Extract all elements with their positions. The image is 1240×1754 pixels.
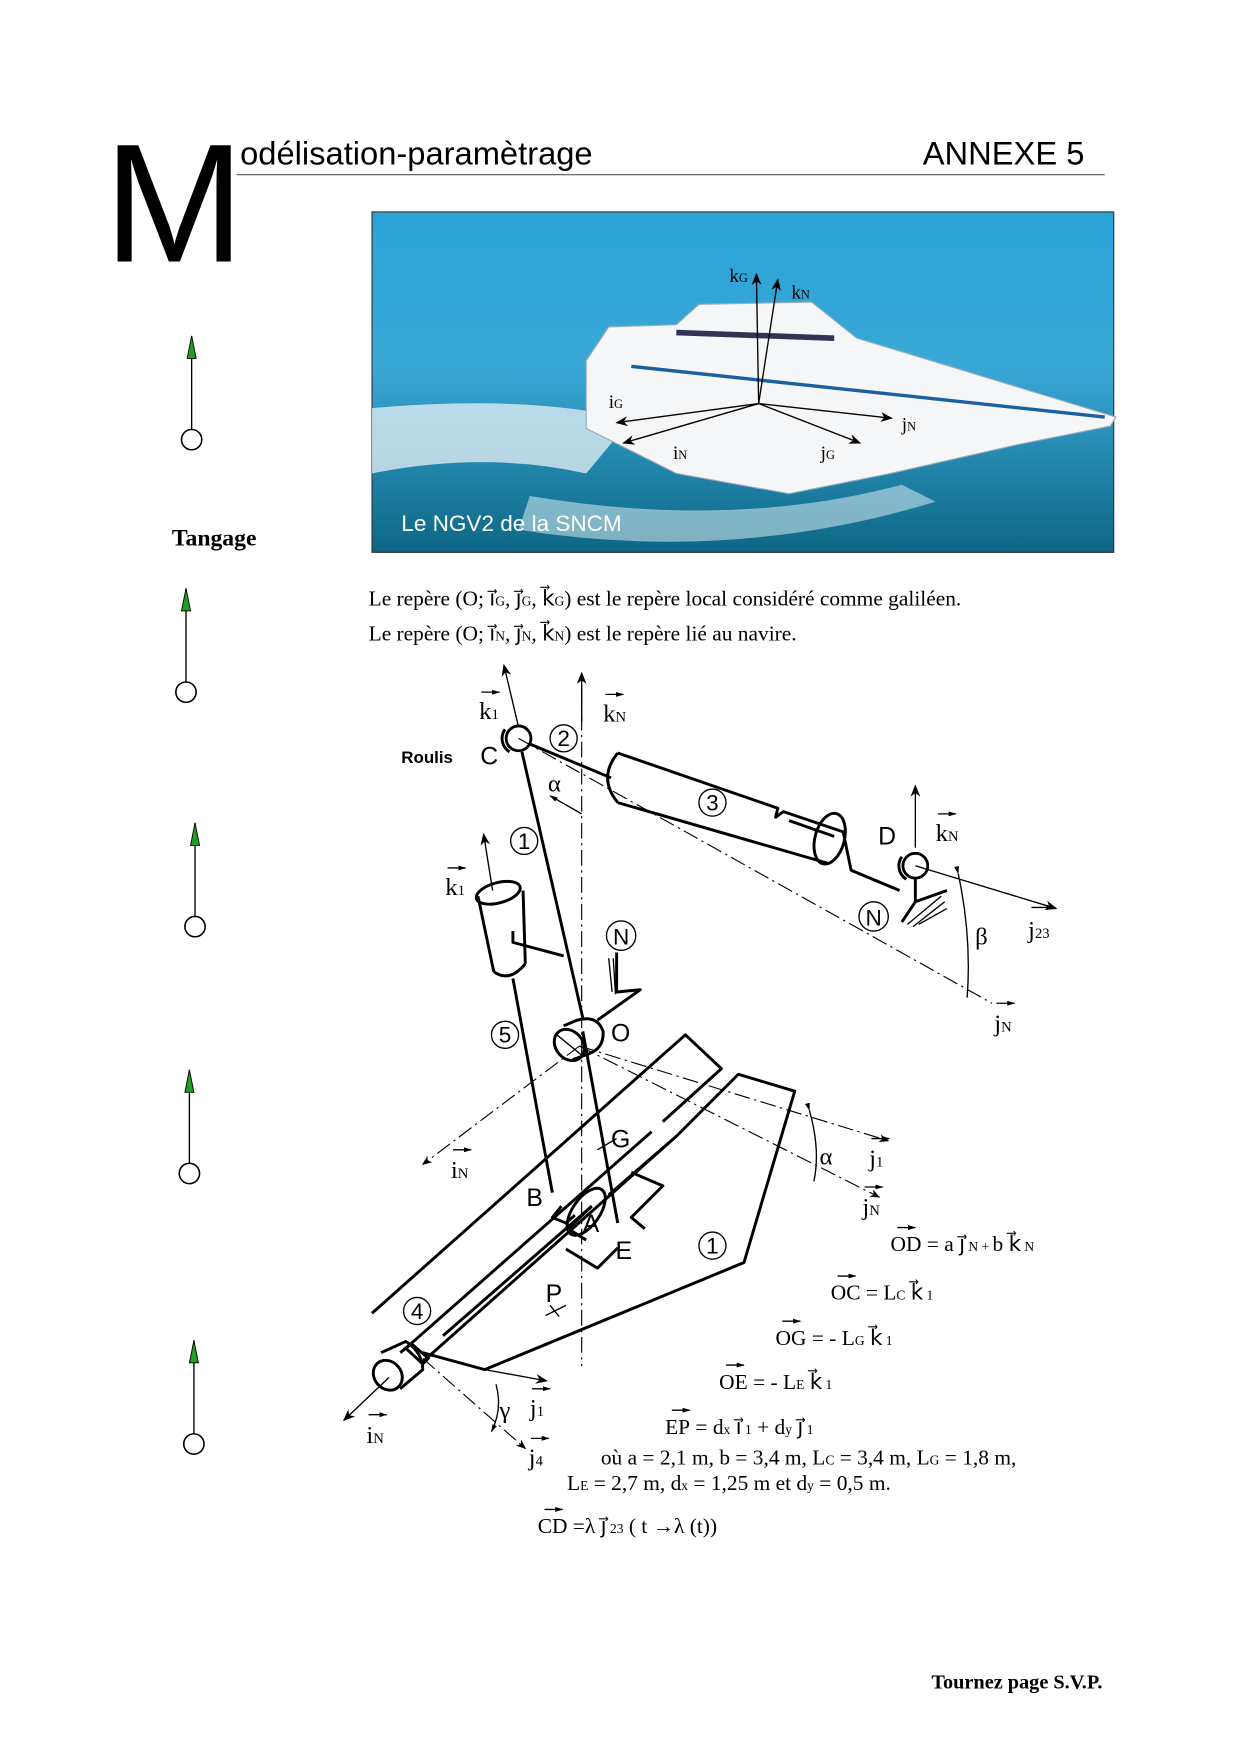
frame-diagram: k4 k1 i4 j1 i1N γ γ [182, 1340, 205, 1455]
body-1 [421, 1072, 797, 1372]
green-arrowheads [189, 822, 201, 846]
angle-alpha-1: α [548, 770, 561, 797]
frame-diagram: k23 kN j23 jN i1N β β [178, 1069, 201, 1185]
point-P: P [546, 1281, 563, 1308]
photo-label-kN: kN [791, 283, 810, 304]
big-initial: M [104, 109, 245, 298]
eq-OD: OD = a j⃗ N + b k⃗ N [891, 1231, 1035, 1256]
ground-N-label: N [613, 925, 629, 950]
rotation-diagram-1: u kG jN jG iG θT θT [180, 335, 203, 451]
photo-caption: Le NGV2 de la SNCM [401, 511, 621, 536]
part-3-label: 3 [706, 790, 719, 815]
angle-alpha-2: α [820, 1143, 833, 1170]
eq-EP: EP = dx i⃗ 1 + dy j⃗ 1 [665, 1415, 813, 1439]
cylinder-3 [606, 751, 901, 892]
point-E: E [615, 1238, 632, 1265]
vec-j4: j4 [528, 1444, 544, 1471]
point-B: B [526, 1185, 543, 1212]
ship-hull [585, 301, 1117, 495]
eq-OC: OC = LC k⃗ 1 [831, 1280, 934, 1305]
green-arrowheads [184, 1069, 195, 1093]
photo-label-kG: kG [729, 266, 748, 287]
part-5-label: 5 [499, 1023, 512, 1048]
photo-label-iG: iG [609, 392, 623, 413]
caption-roulis: Roulis [401, 748, 453, 767]
eq-CD: CD =λ j⃗ 23 ( t →λ (t)) [538, 1514, 717, 1538]
annex-label: ANNEXE 5 [923, 135, 1085, 172]
vec-kN-top: kN [603, 700, 626, 727]
vec-j23: j23 [1027, 917, 1050, 944]
frame-diagram: k1 kN j1 jN i1N α α [184, 822, 206, 938]
rotation-diagram-4: k23 kN j23 jN i1N β β [178, 1069, 201, 1185]
vec-j1-right: j1 [868, 1146, 883, 1173]
vec-j1-bottom: j1 [529, 1395, 544, 1422]
angle-beta: β [975, 924, 988, 951]
eq-values-2: LE = 2,7 m, dx = 1,25 m et dy = 0,5 m. [567, 1471, 891, 1495]
point-A: A [583, 1211, 600, 1238]
rotation-diagram-5: k4 k1 i4 j1 i1N γ γ [182, 1340, 205, 1455]
angle-gamma: γ [498, 1397, 510, 1424]
vec-jN-low: jN [861, 1194, 880, 1221]
point-G: G [611, 1127, 630, 1154]
photo-label-jG: jG [820, 443, 835, 464]
intro: Le repère (O; i⃗G, j⃗G, k⃗G) est le repè… [369, 585, 962, 645]
intro-line-1: Le repère (O; i⃗G, j⃗G, k⃗G) est le repè… [369, 585, 962, 610]
eq-OG: OG = - LG k⃗ 1 [776, 1325, 893, 1350]
rotation-diagrams: u kG jN jG iG θT θT [175, 335, 206, 1455]
rotation-diagram-2: iN iG kN u jN θR θR [175, 588, 197, 704]
part-1-label: 1 [518, 829, 531, 854]
vec-iN-bottom: iN [366, 1422, 384, 1449]
intro-line-2: Le repère (O; i⃗N, j⃗N, k⃗N) est le repè… [369, 620, 797, 645]
ship-photo: kG kN iG jN iN jG Le NGV2 de la SNCM [371, 211, 1117, 553]
green-arrowheads [188, 1340, 199, 1364]
caption-tangage: Tangage [172, 526, 257, 552]
mechanism-diagram: C D O G B A E P 1 2 3 4 5 1 N N α β α γ … [342, 663, 1058, 1471]
part-1b-label: 1 [706, 1234, 719, 1259]
vec-jN-right: jN [993, 1010, 1012, 1037]
frame-diagram: u kG jN jG iG θT θT [180, 335, 203, 451]
vec-k1-C: k1 [479, 698, 499, 725]
photo-label-jN: jN [901, 415, 916, 436]
green-arrowheads [180, 588, 192, 612]
cylinder-5 [476, 890, 527, 978]
point-D: D [878, 823, 896, 850]
vec-k1-5: k1 [445, 874, 465, 901]
eq-OE: OE = - LE k⃗ 1 [719, 1369, 832, 1394]
photo-label-iN: iN [673, 443, 687, 464]
part-4-label: 4 [411, 1299, 424, 1324]
header: M odélisation-paramètrage ANNEXE 5 [104, 109, 1105, 298]
page-title: odélisation-paramètrage [240, 135, 593, 172]
rotation-diagram-3: k1 kN j1 jN i1N α α [184, 822, 206, 938]
point-C: C [480, 743, 498, 770]
ground-N2-label: N [865, 905, 881, 930]
equations: OD = a j⃗ N + b k⃗ N OC = LC k⃗ 1 OG = -… [538, 1225, 1035, 1538]
footer-next-page: Tournez page S.V.P. [931, 1672, 1102, 1694]
joint-A [565, 1186, 607, 1237]
part-2-label: 2 [557, 726, 570, 751]
point-O: O [611, 1021, 630, 1048]
vec-kN-D: kN [936, 820, 959, 847]
frame-diagram: iN iG kN u jN θR θR [175, 588, 197, 704]
eq-values-1: où a = 2,1 m, b = 3,4 m, LC = 3,4 m, LG … [601, 1445, 1017, 1469]
vec-iN-mid: iN [451, 1157, 469, 1184]
green-arrowheads [186, 335, 197, 359]
